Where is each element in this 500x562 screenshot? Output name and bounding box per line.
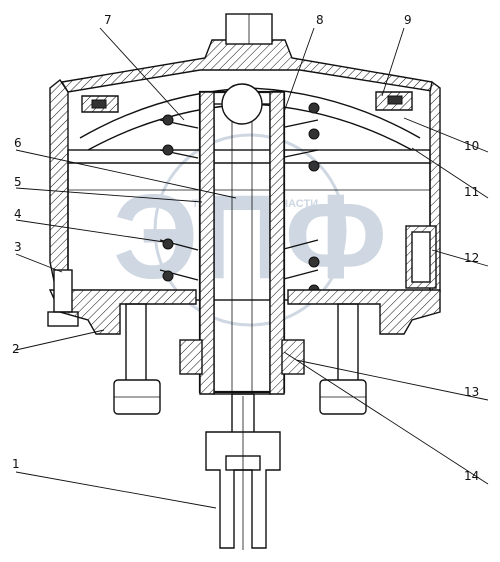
callout-10: 10 <box>464 139 479 153</box>
watermark-big-text: ЭПФ <box>113 170 387 304</box>
leader-8 <box>283 27 315 113</box>
leader-6 <box>15 149 237 199</box>
side-plug <box>405 225 437 289</box>
watermark: ЭПФ ТЕХНИКА И ЗАПЧАСТИ <box>113 133 387 327</box>
callout-1: 1 <box>12 457 20 471</box>
callout-6: 6 <box>14 136 22 150</box>
callout-labels: 1 2 3 4 5 6 7 8 9 10 11 12 13 14 <box>12 13 479 483</box>
base-flange <box>48 289 441 335</box>
side-bolt <box>47 269 79 327</box>
central-rod <box>198 83 286 395</box>
mounting-studs <box>113 303 367 415</box>
callout-5: 5 <box>14 175 22 189</box>
leader-9 <box>381 27 405 97</box>
housing <box>67 149 431 301</box>
lower-seals <box>179 339 305 375</box>
leader-13 <box>295 359 489 401</box>
callout-9: 9 <box>404 13 412 27</box>
leader-5 <box>15 187 203 203</box>
callout-8: 8 <box>316 13 324 27</box>
callout-4: 4 <box>14 207 22 221</box>
callout-7: 7 <box>104 13 112 27</box>
callout-11: 11 <box>464 185 479 199</box>
watermark-text: ТЕХНИКА И ЗАПЧАСТИ <box>192 198 318 210</box>
spring-right <box>279 102 320 296</box>
upper-diaphragm <box>79 87 421 151</box>
callout-2: 2 <box>12 342 20 356</box>
top-boss <box>225 13 273 45</box>
callout-3: 3 <box>14 240 22 254</box>
leader-12 <box>431 249 489 267</box>
clevis-fork <box>205 393 281 550</box>
callout-13: 13 <box>464 385 479 399</box>
leader-2 <box>15 329 105 351</box>
spring-left <box>159 114 199 282</box>
callout-14: 14 <box>464 469 479 483</box>
leader-lines <box>15 27 489 509</box>
leader-4 <box>15 219 165 243</box>
leader-11 <box>411 147 489 199</box>
callout-12: 12 <box>464 251 479 265</box>
leader-14 <box>283 351 489 485</box>
leader-1 <box>15 471 217 509</box>
leader-7 <box>99 27 185 121</box>
leader-10 <box>403 117 489 153</box>
leader-3 <box>15 253 63 273</box>
